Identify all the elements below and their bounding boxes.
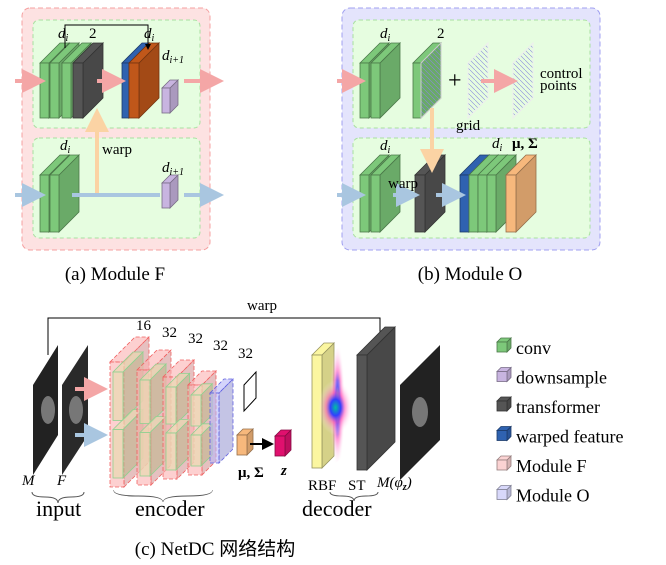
conv-layer: [139, 415, 167, 477]
decoder-brace: [329, 491, 379, 502]
caption-a: (a) Module F: [65, 264, 165, 285]
module-o-panel: di 2 + grid control points di warp di μ,…: [337, 7, 601, 285]
heart-region: [41, 396, 55, 424]
channel-count: 32: [213, 338, 228, 354]
legend-swatch: [496, 337, 512, 353]
legend-swatch: [496, 366, 512, 383]
conv-layer: [139, 363, 167, 425]
label-di: di: [380, 138, 391, 156]
legend-label: transformer: [516, 397, 600, 417]
legend-swatch: [496, 425, 512, 442]
encoder-brace: [113, 489, 213, 503]
label-grid: grid: [456, 118, 481, 134]
conv-layer: [49, 154, 80, 233]
spatial-transformer-layer: [356, 326, 396, 471]
label-di1: di+1: [162, 48, 184, 66]
label-di: di: [492, 136, 503, 154]
downsample-layer: [161, 174, 179, 209]
label-control: control: [540, 66, 583, 82]
rbf-flow-field: [318, 380, 353, 435]
legend-label: Module F: [516, 456, 587, 476]
label-M: M: [21, 473, 36, 489]
conv-layer: [370, 154, 401, 233]
label-warp: warp: [102, 142, 132, 158]
grid-plane: [467, 41, 489, 120]
latent-z-block: [274, 429, 292, 457]
channel-count: 32: [188, 331, 203, 347]
displacement-field: [420, 41, 442, 120]
caption-c: (c) NetDC 网络结构: [135, 538, 295, 560]
label-warp: warp: [388, 176, 418, 192]
legend-item: Module O: [496, 484, 590, 506]
transformer-layer: [72, 42, 104, 119]
conv-layer: [165, 418, 191, 471]
legend: conv downsample transformer warped featureM…: [496, 337, 623, 506]
legend-item: Module F: [496, 455, 587, 476]
label-mu-sigma: μ, Σ: [238, 465, 264, 481]
module-f-panel: di 2 di di+1 di warp di+1 (a) Module F: [15, 7, 224, 285]
legend-item: downsample: [496, 366, 607, 388]
label-2: 2: [437, 26, 445, 42]
legend-label: warped feature: [516, 427, 623, 447]
legend-swatch: [496, 396, 512, 412]
plus-sign: +: [448, 68, 462, 94]
legend-label: conv: [516, 338, 551, 358]
label-decoder: decoder: [302, 496, 372, 521]
legend-item: warped feature: [496, 425, 623, 447]
channel-count: 32: [238, 346, 253, 362]
legend-item: conv: [496, 337, 551, 358]
label-di: di: [144, 26, 155, 44]
label-mu-sigma: μ, Σ: [512, 136, 538, 152]
conv-layer: [165, 372, 191, 425]
label-st: ST: [348, 478, 366, 494]
label-encoder: encoder: [135, 496, 205, 521]
label-di: di: [380, 26, 391, 44]
label-input: input: [36, 496, 81, 521]
module-o-block: [209, 378, 234, 464]
downsample-layer: [161, 79, 179, 114]
label-z: z: [280, 463, 287, 479]
legend-swatch: [496, 484, 512, 501]
legend-label: downsample: [516, 368, 607, 388]
label-di: di: [60, 138, 71, 156]
conv-layer: [370, 42, 401, 119]
channel-count: 16: [136, 318, 152, 334]
label-di: di: [58, 26, 69, 44]
mu-sigma-block: [236, 428, 254, 456]
feature-layer: [128, 42, 160, 119]
control-points-plane: [512, 41, 534, 120]
label-2: 2: [89, 26, 97, 42]
channel-count: 32: [162, 325, 177, 341]
label-output: M(φz): [376, 475, 412, 493]
label-points: points: [540, 78, 577, 94]
heart-region: [412, 397, 428, 427]
legend-item: transformer: [496, 396, 600, 417]
netdc-panel: warp 16 32 32 32 32 M F input encoder μ, Σ z…: [21, 298, 440, 560]
legend-swatch: [496, 455, 512, 471]
control-points-plane: [243, 370, 257, 413]
mu-sigma-layer: [505, 154, 537, 233]
label-di1: di+1: [162, 160, 184, 178]
label-F: F: [56, 473, 67, 489]
label-rbf: RBF: [308, 478, 336, 494]
label-warp: warp: [247, 298, 277, 314]
heart-region: [69, 396, 83, 424]
legend-label: Module O: [516, 486, 590, 506]
caption-b: (b) Module O: [418, 264, 522, 285]
input-brace: [31, 491, 85, 504]
skip-connection: [64, 24, 151, 50]
